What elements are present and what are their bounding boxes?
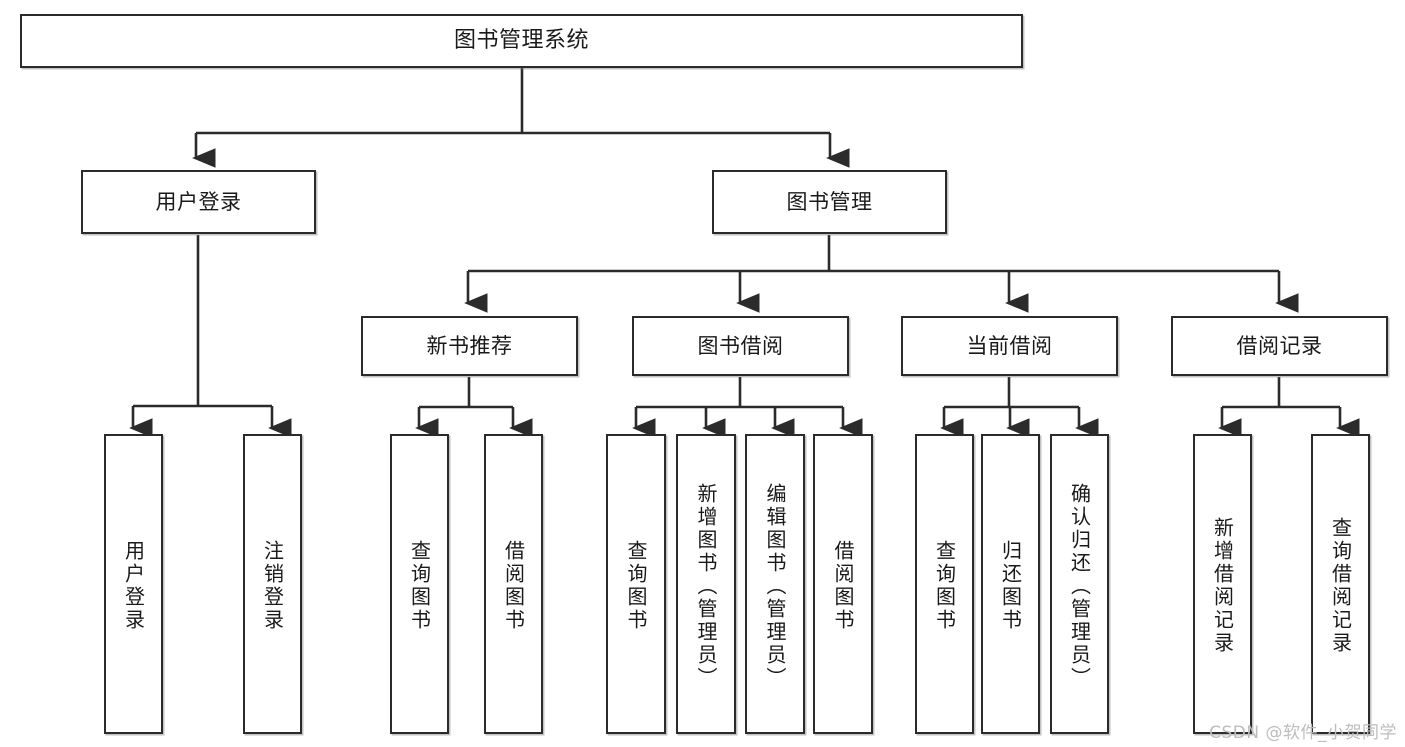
node-leaf-query-book-3[interactable]: 查询图书: [915, 434, 974, 734]
node-label: 编辑图书（管理员）: [763, 482, 787, 690]
node-user-login[interactable]: 用户登录: [81, 170, 316, 234]
node-label: 借阅记录: [1236, 333, 1323, 358]
node-label: 查询图书: [407, 540, 432, 632]
node-leaf-query-borrow-record[interactable]: 查询借阅记录: [1311, 434, 1370, 734]
node-label: 新书推荐: [426, 333, 513, 358]
node-leaf-logout-login[interactable]: 注销登录: [243, 434, 302, 734]
node-book-borrow[interactable]: 图书借阅: [632, 316, 849, 376]
node-label: 注销登录: [260, 540, 285, 632]
node-label: 用户登录: [121, 540, 146, 632]
node-borrow-record[interactable]: 借阅记录: [1171, 316, 1388, 376]
node-current-borrow[interactable]: 当前借阅: [901, 316, 1118, 376]
node-leaf-borrow-book-1[interactable]: 借阅图书: [484, 434, 543, 734]
node-label: 归还图书: [998, 540, 1023, 632]
node-label: 当前借阅: [966, 333, 1053, 358]
node-new-book-recommend[interactable]: 新书推荐: [361, 316, 578, 376]
node-label: 用户登录: [155, 189, 242, 214]
node-label: 查询图书: [932, 540, 957, 632]
node-label: 查询借阅记录: [1328, 517, 1353, 655]
node-label: 图书借阅: [697, 333, 784, 358]
node-leaf-confirm-return-admin[interactable]: 确认归还（管理员）: [1050, 434, 1109, 734]
node-label: 确认归还（管理员）: [1067, 482, 1092, 690]
node-leaf-user-login[interactable]: 用户登录: [104, 434, 163, 734]
node-label: 新增借阅记录: [1210, 517, 1235, 655]
node-leaf-borrow-book-2[interactable]: 借阅图书: [813, 434, 873, 734]
node-leaf-query-book-2[interactable]: 查询图书: [606, 434, 666, 734]
node-book-management[interactable]: 图书管理: [712, 170, 947, 234]
node-label: 借阅图书: [831, 540, 855, 632]
node-label: 图书管理系统: [453, 28, 589, 54]
node-label: 新增图书（管理员）: [694, 482, 718, 690]
node-leaf-query-book-1[interactable]: 查询图书: [390, 434, 449, 734]
node-label: 查询图书: [624, 540, 648, 632]
node-leaf-return-book[interactable]: 归还图书: [981, 434, 1040, 734]
node-root-book-management-system[interactable]: 图书管理系统: [20, 14, 1023, 68]
node-leaf-add-book-admin[interactable]: 新增图书（管理员）: [676, 434, 736, 734]
csdn-watermark: CSDN @软件_小贺同学: [1209, 723, 1397, 743]
node-leaf-add-borrow-record[interactable]: 新增借阅记录: [1193, 434, 1252, 734]
node-leaf-edit-book-admin[interactable]: 编辑图书（管理员）: [745, 434, 805, 734]
node-label: 借阅图书: [501, 540, 526, 632]
node-label: 图书管理: [786, 189, 873, 214]
